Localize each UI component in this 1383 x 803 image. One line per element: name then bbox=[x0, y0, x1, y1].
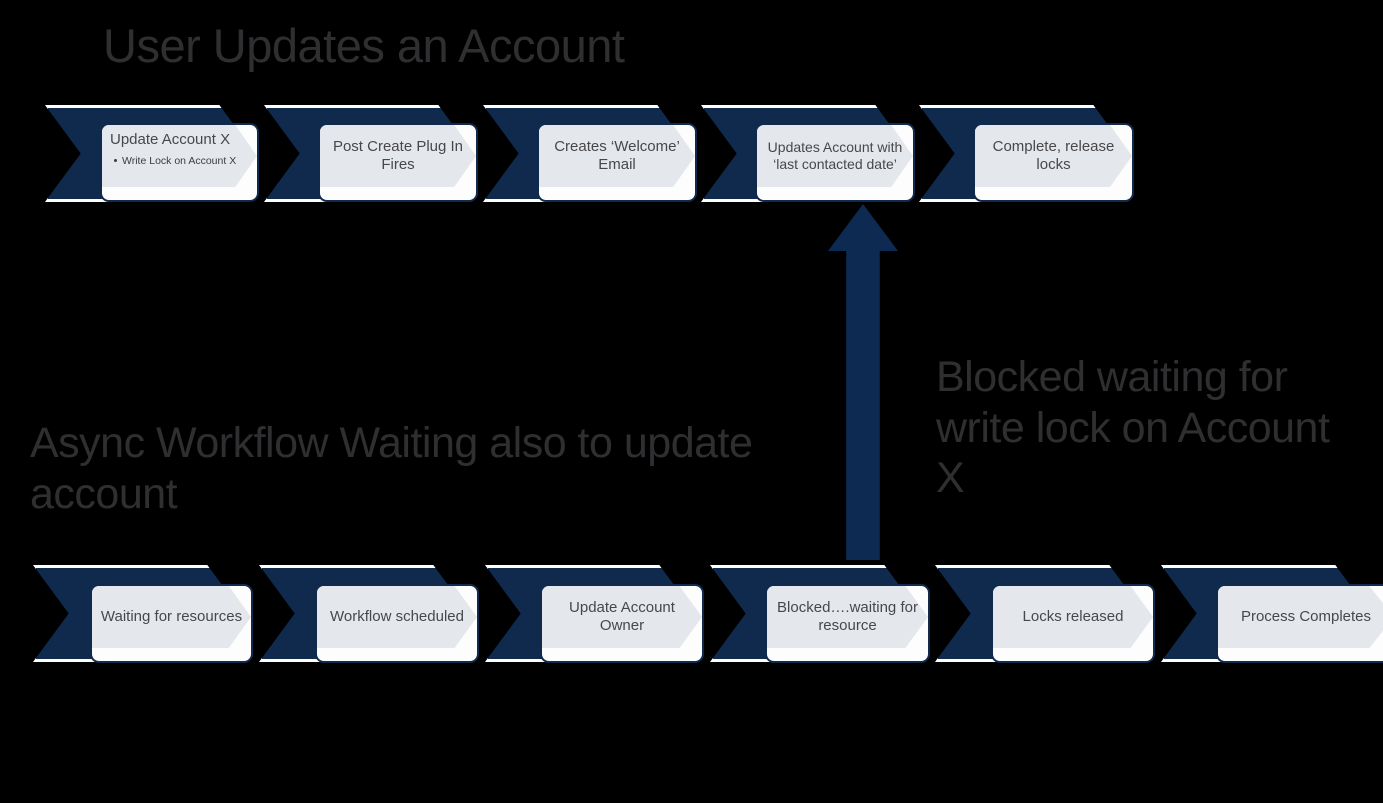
blocked-waiting-label: Blocked waiting for write lock on Accoun… bbox=[936, 353, 1330, 503]
process-step-card[interactable]: Creates ‘Welcome’ Email bbox=[537, 123, 697, 202]
process-step-label: Waiting for resources bbox=[100, 608, 243, 626]
chevron-band-icon bbox=[767, 586, 928, 648]
process-step-label: Creates ‘Welcome’ Email bbox=[554, 138, 680, 173]
process-step-card[interactable]: Post Create Plug In Fires bbox=[318, 123, 478, 202]
chevron-band-icon bbox=[757, 125, 913, 187]
chevron-band-icon bbox=[975, 125, 1132, 187]
process-step-label: Post Create Plug In Fires bbox=[332, 138, 464, 173]
process-step-label: Blocked….waiting for resource bbox=[777, 599, 918, 634]
user-updates-an-account-process: Update Account X Write Lock on Account X P… bbox=[0, 0, 1383, 300]
process-step-card[interactable]: Locks released bbox=[991, 584, 1155, 663]
process-step-label: Update Account Owner bbox=[569, 599, 675, 634]
chevron-band-icon bbox=[1218, 586, 1383, 648]
process-step-card[interactable]: Update Account Owner bbox=[540, 584, 704, 663]
process-step-label: Process Completes bbox=[1240, 608, 1372, 626]
process-step-text: Locks released bbox=[993, 586, 1153, 648]
process-step-bullet: Write Lock on Account X bbox=[110, 155, 236, 167]
process-step-text: Update Account X Write Lock on Account X bbox=[102, 125, 257, 187]
process-step-card[interactable]: Waiting for resources bbox=[90, 584, 253, 663]
process-step-card[interactable]: Update Account X Write Lock on Account X bbox=[100, 123, 259, 202]
chevron-band-icon bbox=[102, 125, 257, 187]
process-step-text: Update Account Owner bbox=[542, 586, 702, 648]
chevron-band-icon bbox=[539, 125, 695, 187]
chevron-band-icon bbox=[320, 125, 476, 187]
chevron-band-icon bbox=[317, 586, 477, 648]
process-step-text: Creates ‘Welcome’ Email bbox=[539, 125, 695, 187]
process-step-text: Blocked….waiting for resource bbox=[767, 586, 928, 648]
process-step-text: Waiting for resources bbox=[92, 586, 251, 648]
process-step-text: Workflow scheduled bbox=[317, 586, 477, 648]
process-step-text: Complete, release locks bbox=[975, 125, 1132, 187]
process-step-label: Workflow scheduled bbox=[330, 608, 464, 626]
process-step-card[interactable]: Workflow scheduled bbox=[315, 584, 479, 663]
process-step-text: Process Completes bbox=[1218, 586, 1383, 648]
process-step-label: Update Account X bbox=[110, 131, 231, 148]
process-step-text: Post Create Plug In Fires bbox=[320, 125, 476, 187]
process-step-card[interactable]: Complete, release locks bbox=[973, 123, 1134, 202]
process-step-label: Locks released bbox=[1022, 608, 1124, 626]
chevron-band-icon bbox=[542, 586, 702, 648]
process-step-card[interactable]: Process Completes bbox=[1216, 584, 1383, 663]
chevron-band-icon bbox=[92, 586, 251, 648]
chevron-band-icon bbox=[993, 586, 1153, 648]
process-step-bullet-label: Write Lock on Account X bbox=[122, 154, 237, 167]
page-title: User Updates an Account bbox=[103, 19, 625, 72]
process-step-label: Updates Account with ‘last contacted dat… bbox=[767, 139, 903, 172]
async-workflow-label: Async Workflow Waiting also to update ac… bbox=[30, 419, 753, 518]
bullet-dot-icon bbox=[114, 159, 117, 163]
process-step-card[interactable]: Updates Account with ‘last contacted dat… bbox=[755, 123, 915, 202]
process-step-label: Complete, release locks bbox=[992, 138, 1115, 173]
process-step-text: Updates Account with ‘last contacted dat… bbox=[757, 125, 913, 187]
process-step-card[interactable]: Blocked….waiting for resource bbox=[765, 584, 930, 663]
